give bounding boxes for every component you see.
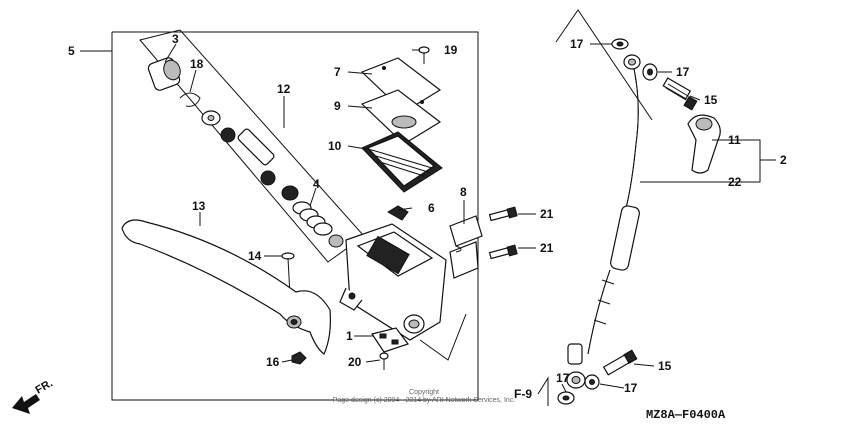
pivot-nut-part	[291, 351, 307, 365]
banjo-bolt-upper	[662, 77, 698, 111]
banjo-fitting-top	[623, 54, 641, 70]
holder-bolt-lower	[488, 244, 518, 260]
holder-bolt-upper	[488, 206, 518, 222]
reference-arrow-icon	[537, 376, 549, 406]
sealing-washer-4	[584, 374, 600, 390]
clip-part	[387, 205, 409, 221]
callout-22: 22	[728, 175, 742, 189]
callout-2: 2	[780, 153, 787, 167]
circlip-part	[179, 92, 201, 107]
sealing-washer-1	[611, 38, 629, 50]
callout-17-d: 17	[624, 381, 638, 395]
reference-label: F-9	[514, 387, 532, 401]
callout-16: 16	[266, 355, 280, 369]
callout-8: 8	[460, 185, 467, 199]
callout-21-upper: 21	[540, 207, 554, 221]
callout-12: 12	[277, 82, 291, 96]
callout-21-lower: 21	[540, 241, 554, 255]
piston-part	[220, 127, 276, 186]
diaphragm-part	[361, 131, 443, 193]
leader-lines	[164, 43, 724, 393]
copyright-line-1: Copyright	[409, 389, 439, 396]
holder-part	[449, 215, 483, 279]
sealing-washer-2	[642, 63, 658, 81]
callout-4: 4	[313, 177, 320, 191]
callout-15-lower: 15	[658, 359, 672, 373]
callout-20: 20	[348, 355, 362, 369]
callout-17-b: 17	[676, 65, 690, 79]
diagram-code: MZ8A—F0400A	[646, 408, 726, 422]
callout-14: 14	[248, 249, 262, 263]
boot-part	[147, 57, 181, 91]
screw-part	[418, 46, 430, 64]
spring-part	[281, 185, 344, 248]
brake-hose-part	[566, 59, 640, 389]
callout-11: 11	[728, 133, 741, 147]
sealing-washer-3	[557, 391, 575, 405]
callout-15-upper: 15	[704, 93, 718, 107]
master-cylinder-body	[339, 223, 447, 341]
assembly-outline	[111, 31, 479, 401]
front-direction-label: FR.	[34, 377, 55, 396]
brake-lever-part	[121, 219, 331, 355]
callout-9: 9	[334, 99, 341, 113]
hose-joint-part	[687, 114, 721, 174]
switch-screw-part	[379, 352, 389, 370]
callout-17-c: 17	[556, 371, 570, 385]
callout-17-a: 17	[570, 37, 584, 51]
front-arrow-icon	[12, 394, 40, 414]
banjo-bolt-lower	[602, 349, 638, 376]
cap-plate-part	[360, 89, 442, 145]
brake-switch-part	[371, 327, 409, 353]
callout-3: 3	[172, 32, 179, 46]
copyright-line-2: Page design (c) 2004 - 2014 by ARI Netwo…	[333, 397, 516, 404]
callout-6: 6	[428, 201, 435, 215]
callout-18: 18	[190, 57, 204, 71]
callout-1: 1	[346, 329, 353, 343]
callout-5: 5	[68, 44, 75, 58]
callout-19: 19	[444, 43, 458, 57]
callout-7: 7	[334, 65, 341, 79]
callout-13: 13	[192, 199, 206, 213]
callout-10: 10	[328, 139, 342, 153]
